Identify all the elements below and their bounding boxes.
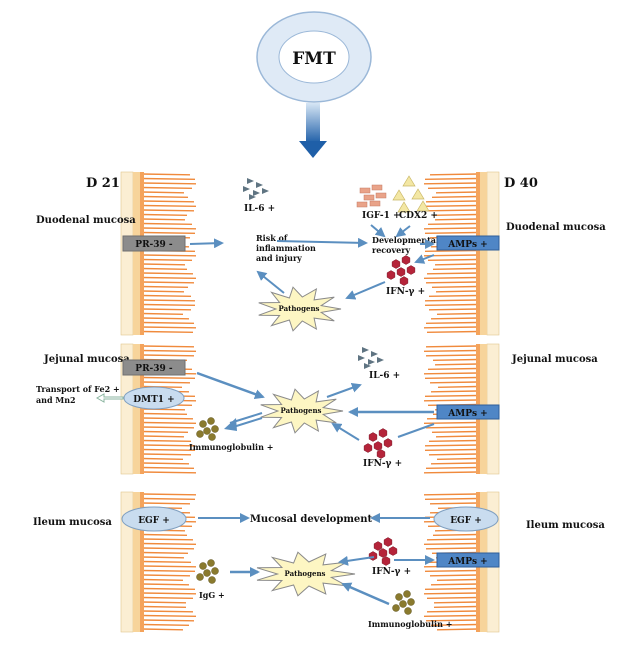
amps-box-duodenum: AMPs + [436, 235, 500, 251]
pathogens-star-jejunum: Pathogens [260, 388, 344, 434]
svg-text:AMPs +: AMPs + [447, 557, 487, 567]
cdx2-triangles-icon [392, 175, 430, 213]
pathogens-star-duodenum: Pathogens [258, 286, 342, 332]
ifng-label-ileum: IFN-γ + [372, 567, 411, 577]
svg-text:Pathogens: Pathogens [279, 304, 320, 313]
transport-hollow-arrow [95, 393, 124, 403]
transport-line1: Transport of Fe2 + [36, 384, 120, 394]
immunoglobulin-label-jejunum: Immunoglobulin + [189, 442, 273, 452]
pathogens-star-ileum: Pathogens [256, 551, 356, 597]
igf1-rectangles-icon [356, 184, 387, 208]
wall-duodenum-left [120, 171, 197, 336]
jejunal-mucosa-label-left: Jejunal mucosa [43, 354, 130, 365]
svg-text:AMPs +: AMPs + [447, 409, 487, 419]
ileum-mucosa-label-right: Ileum mucosa [526, 520, 605, 531]
mucosal-development-label: Mucosal development [250, 514, 373, 525]
ileum-section: Ileum mucosa Ileum mucosa EGF + EGF + Mu… [33, 506, 605, 629]
il6-label-jejunum: IL-6 + [369, 371, 400, 381]
immunoglobulin-dots-icon-ileum [392, 590, 415, 615]
ileum-mucosa-label-left: Ileum mucosa [33, 517, 112, 528]
duodenum-section: Duodenal mucosa Duodenal mucosa PR-39 - … [36, 175, 606, 332]
risk-line1: Risk of [256, 233, 288, 243]
immunoglobulin-label-ileum: Immunoglobulin + [368, 619, 452, 629]
jejunum-section: Jejunal mucosa Jejunal mucosa PR-39 - DM… [36, 347, 598, 469]
amps-box-jejunum: AMPs + [436, 404, 500, 420]
day-label-left: D 21 [86, 176, 120, 191]
svg-text:EGF +: EGF + [138, 516, 170, 526]
amps-box-ileum: AMPs + [436, 552, 500, 568]
fmt-header: FMT [256, 11, 372, 158]
ifng-hexagons-icon-ileum [368, 537, 398, 566]
svg-text:Pathogens: Pathogens [281, 406, 322, 415]
igg-label: IgG + [199, 590, 225, 600]
ifng-hexagons-icon-jejunum [363, 428, 393, 459]
svg-text:PR-39 -: PR-39 - [135, 364, 173, 374]
svg-text:DMT1 +: DMT1 + [133, 395, 174, 405]
pr39-box-duodenum: PR-39 - [122, 235, 186, 252]
svg-text:Pathogens: Pathogens [285, 569, 326, 578]
fmt-inner-circle [278, 30, 350, 84]
ifng-hexagons-icon [386, 255, 416, 286]
risk-line3: and injury [256, 253, 302, 263]
duodenal-mucosa-label-right: Duodenal mucosa [506, 222, 606, 233]
il6-label-duodenum: IL-6 + [244, 204, 275, 214]
double-arrow-jejunum [224, 412, 263, 431]
duodenal-mucosa-label-left: Duodenal mucosa [36, 215, 136, 226]
fmt-label: FMT [292, 49, 336, 69]
egf-oval-right: EGF + [433, 506, 499, 532]
egf-oval-left: EGF + [121, 506, 187, 532]
fmt-down-arrow [299, 103, 327, 158]
immunoglobulin-dots-icon [196, 417, 219, 441]
jejunal-mucosa-label-right: Jejunal mucosa [511, 354, 598, 365]
wall-jejunum-left [120, 343, 197, 475]
igf1-label: IGF-1 + [362, 211, 401, 221]
il6-triangles-icon-jejunum [358, 347, 384, 369]
dev-recovery-line1: Developmental [372, 235, 439, 245]
day-label-right: D 40 [504, 176, 538, 191]
risk-line2: inflammation [256, 243, 316, 253]
pr39-box-jejunum: PR-39 - [122, 359, 186, 376]
dmt1-oval: DMT1 + [123, 386, 185, 410]
ifng-label-duodenum: IFN-γ + [386, 287, 425, 297]
wall-duodenum-right [423, 171, 500, 336]
transport-line2: and Mn2 [36, 395, 76, 405]
svg-text:EGF +: EGF + [450, 516, 482, 526]
svg-text:AMPs +: AMPs + [447, 240, 487, 250]
dev-recovery-line2: recovery [372, 245, 410, 255]
igg-dots-icon [196, 559, 219, 584]
ifng-label-jejunum: IFN-γ + [363, 459, 402, 469]
svg-text:PR-39 -: PR-39 - [135, 240, 173, 250]
il6-triangles-icon [243, 178, 269, 200]
cdx2-label: CDX2 + [399, 211, 438, 221]
